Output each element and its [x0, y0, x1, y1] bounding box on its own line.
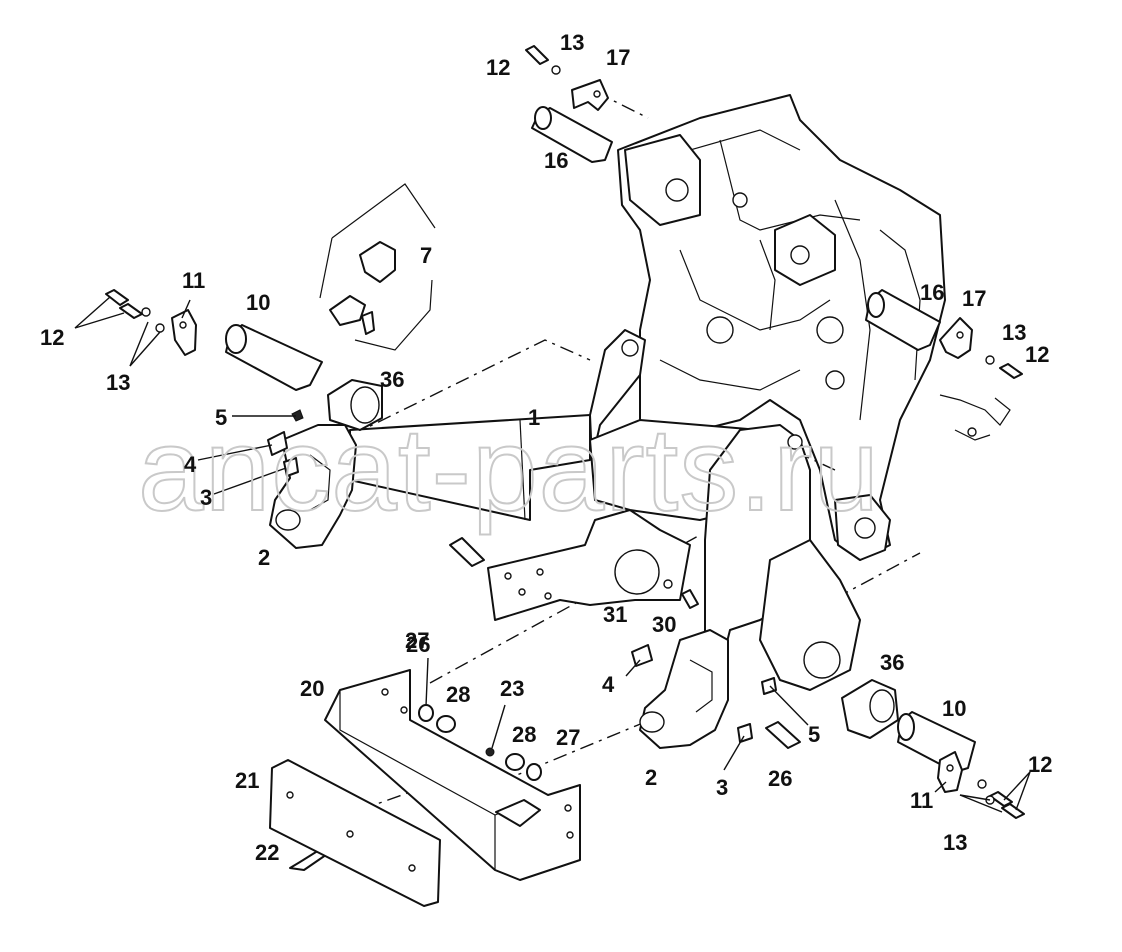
callout-23: 23 — [500, 676, 524, 701]
callout-17-right: 17 — [962, 286, 986, 311]
callout-10-left: 10 — [246, 290, 270, 315]
fasteners — [105, 45, 1025, 871]
callout-10-right: 10 — [942, 696, 966, 721]
callout-labels: 1 2 2 3 3 4 4 5 5 7 10 10 11 11 12 12 12… — [40, 30, 1052, 865]
left-hook-assembly — [267, 379, 383, 549]
callout-7: 7 — [420, 243, 432, 268]
callout-26-left: 26 — [406, 632, 430, 657]
callout-12-top: 12 — [486, 55, 510, 80]
callout-13-left: 13 — [106, 370, 130, 395]
counterweight-plate — [269, 759, 441, 907]
callout-21: 21 — [235, 768, 259, 793]
callout-5-right: 5 — [808, 722, 820, 747]
callout-30: 30 — [652, 612, 676, 637]
callout-3-left: 3 — [200, 485, 212, 510]
callout-2-left: 2 — [258, 545, 270, 570]
right-hook-assembly — [631, 629, 777, 749]
callout-11-right: 11 — [910, 788, 933, 813]
callout-1: 1 — [528, 405, 540, 430]
callout-26-right: 26 — [768, 766, 792, 791]
callout-4-left: 4 — [184, 452, 197, 477]
callout-12-bottom: 12 — [1028, 752, 1052, 777]
callout-16-right: 16 — [920, 280, 944, 305]
callout-36-left: 36 — [380, 367, 404, 392]
callout-27-bottom: 27 — [556, 725, 580, 750]
cross-beam — [349, 329, 646, 521]
callout-5-left: 5 — [215, 405, 227, 430]
latch-kit — [319, 183, 436, 351]
pins-and-bushings — [225, 106, 976, 773]
callout-28-left: 28 — [446, 682, 470, 707]
callout-22: 22 — [255, 840, 279, 865]
callout-13-bottom: 13 — [943, 830, 967, 855]
watermark-text: ancat-parts.ru — [138, 404, 880, 536]
callout-4-right: 4 — [602, 672, 615, 697]
callout-3-right: 3 — [716, 775, 728, 800]
callout-28-right: 28 — [512, 722, 536, 747]
tractor-front-frame — [617, 94, 1011, 561]
center-bracket — [487, 419, 861, 701]
callout-12-left: 12 — [40, 325, 64, 350]
callout-31: 31 — [603, 602, 627, 627]
callout-27-top: 27 — [405, 628, 429, 653]
callout-17-top: 17 — [606, 45, 630, 70]
retainer-plates — [171, 79, 973, 793]
callout-11-left: 11 — [182, 268, 205, 293]
callout-36-right: 36 — [880, 650, 904, 675]
callout-20: 20 — [300, 676, 324, 701]
callout-12-right: 12 — [1025, 342, 1049, 367]
counterweight-carrier — [324, 669, 581, 881]
callout-2-right: 2 — [645, 765, 657, 790]
leader-lines — [74, 296, 1031, 813]
callout-13-right: 13 — [1002, 320, 1026, 345]
callout-16-top: 16 — [544, 148, 568, 173]
callout-13-top: 13 — [560, 30, 584, 55]
